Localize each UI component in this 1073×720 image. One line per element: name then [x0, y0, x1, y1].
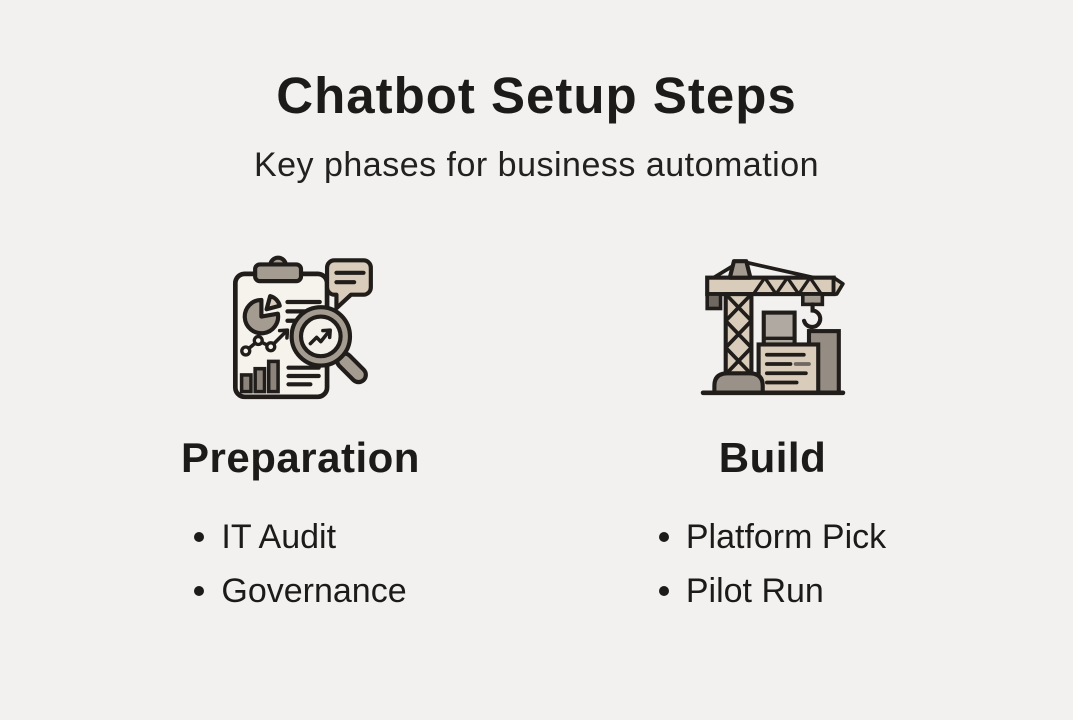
- list-item: IT Audit: [194, 510, 406, 564]
- clipboard-analytics-icon: [228, 253, 374, 401]
- phase-columns: Preparation IT Audit Governance: [0, 253, 1073, 618]
- bullet-dot: [194, 586, 205, 597]
- list-item-label: Governance: [221, 572, 407, 611]
- list-item-label: Pilot Run: [685, 572, 824, 611]
- construction-crane-icon: [700, 253, 846, 401]
- bullet-dot: [658, 586, 669, 597]
- column-preparation: Preparation IT Audit Governance: [159, 253, 443, 618]
- list-item-label: IT Audit: [221, 518, 337, 557]
- phase-heading-build: Build: [718, 434, 827, 482]
- bullet-dot: [194, 532, 205, 543]
- build-list: Platform Pick Pilot Run: [658, 510, 887, 618]
- preparation-list: IT Audit Governance: [194, 510, 407, 618]
- column-build: Build Platform Pick Pilot Run: [631, 253, 915, 618]
- list-item: Platform Pick: [658, 510, 887, 564]
- header: Chatbot Setup Steps Key phases for busin…: [0, 0, 1073, 185]
- list-item-label: Platform Pick: [685, 518, 887, 557]
- list-item: Governance: [194, 564, 407, 618]
- phase-heading-preparation: Preparation: [181, 434, 420, 482]
- bullet-dot: [658, 532, 669, 543]
- page-title: Chatbot Setup Steps: [276, 67, 797, 124]
- page-subtitle: Key phases for business automation: [253, 146, 820, 185]
- list-item: Pilot Run: [658, 564, 886, 618]
